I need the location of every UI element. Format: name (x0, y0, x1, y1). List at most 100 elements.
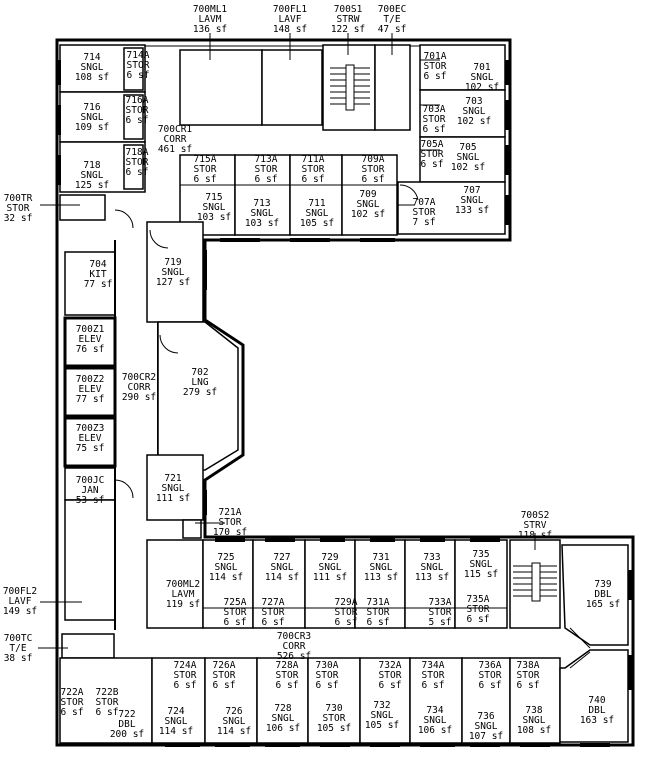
room-code: 715A (194, 154, 217, 165)
room-code: 701A (424, 51, 447, 62)
room-type: SNGL (203, 202, 226, 213)
room-area: 6 sf (517, 680, 540, 691)
room-type: SNGL (272, 713, 295, 724)
room-type: STOR (362, 164, 385, 175)
room-type: LNG (191, 377, 208, 388)
room-type: SNGL (370, 562, 393, 573)
room-area: 6 sf (362, 174, 385, 185)
room-type: SNGL (251, 208, 274, 219)
room-code: 716 (83, 102, 100, 113)
room-type: T/E (383, 14, 400, 25)
room-area: 6 sf (61, 707, 84, 718)
room-728 (256, 657, 309, 744)
room-code: 718 (83, 160, 100, 171)
room-code: 734 (426, 705, 443, 716)
room-code: 701 (473, 62, 490, 73)
room-code: 730 (325, 703, 342, 714)
room-code: 732 (373, 700, 390, 711)
room-type: SNGL (223, 716, 246, 727)
room-area: 6 sf (96, 707, 119, 718)
room-type: STOR (422, 670, 445, 681)
room-area: 6 sf (367, 617, 390, 628)
room-area: 105 sf (300, 218, 334, 229)
room-type: STOR (61, 697, 84, 708)
room-area: 6 sf (335, 617, 358, 628)
room-area: 119 sf (166, 599, 200, 610)
room-type: SNGL (162, 267, 185, 278)
room-type: STOR (126, 105, 149, 116)
room-area: 76 sf (76, 344, 105, 355)
room-700z3 (63, 416, 117, 468)
room-area: 6 sf (255, 174, 278, 185)
room-area: 32 sf (4, 213, 33, 224)
room-type: LAVF (279, 14, 302, 25)
room-area: 108 sf (75, 72, 109, 83)
room-code: 707A (413, 197, 436, 208)
room-area: 47 sf (378, 24, 407, 35)
room-type: STOR (316, 670, 339, 681)
room-area: 102 sf (351, 209, 385, 220)
room-code: 722A (61, 687, 84, 698)
room-area: 6 sf (126, 167, 149, 178)
room-709 (341, 154, 398, 236)
room-area: 122 sf (331, 24, 365, 35)
room-area: 6 sf (302, 174, 325, 185)
room-type: STOR (335, 607, 358, 618)
room-area: 290 sf (122, 392, 156, 403)
room-type: SNGL (470, 559, 493, 570)
room-type: LAVF (9, 596, 32, 607)
room-area: 113 sf (364, 572, 398, 583)
room-code: 700CR3 (277, 631, 311, 642)
room-code: 709 (359, 189, 376, 200)
room-code: 714 (83, 52, 100, 63)
room-code: 700EC (378, 4, 407, 15)
room-730 (307, 657, 361, 744)
room-type: STOR (96, 697, 119, 708)
room-code: 700FL1 (273, 4, 308, 15)
room-code: 703A (423, 104, 446, 115)
room-type: STOR (7, 203, 30, 214)
room-type: SNGL (421, 562, 444, 573)
room-type: SNGL (215, 562, 238, 573)
room-code: 715 (205, 192, 222, 203)
stair-700s1 (330, 64, 370, 111)
room-area: 6 sf (379, 680, 402, 691)
room-code: 700Z2 (76, 374, 105, 385)
room-type: SNGL (523, 715, 546, 726)
room-area: 6 sf (194, 174, 217, 185)
room-type: DBL (594, 589, 611, 600)
room-code: 705 (459, 142, 476, 153)
room-type: STOR (224, 607, 247, 618)
room-area: 103 sf (245, 218, 279, 229)
room-700jc (64, 467, 116, 501)
room-area: 106 sf (418, 725, 452, 736)
room-area: 38 sf (4, 653, 33, 664)
room-area: 133 sf (455, 205, 489, 216)
room-700ml1 (179, 49, 263, 126)
